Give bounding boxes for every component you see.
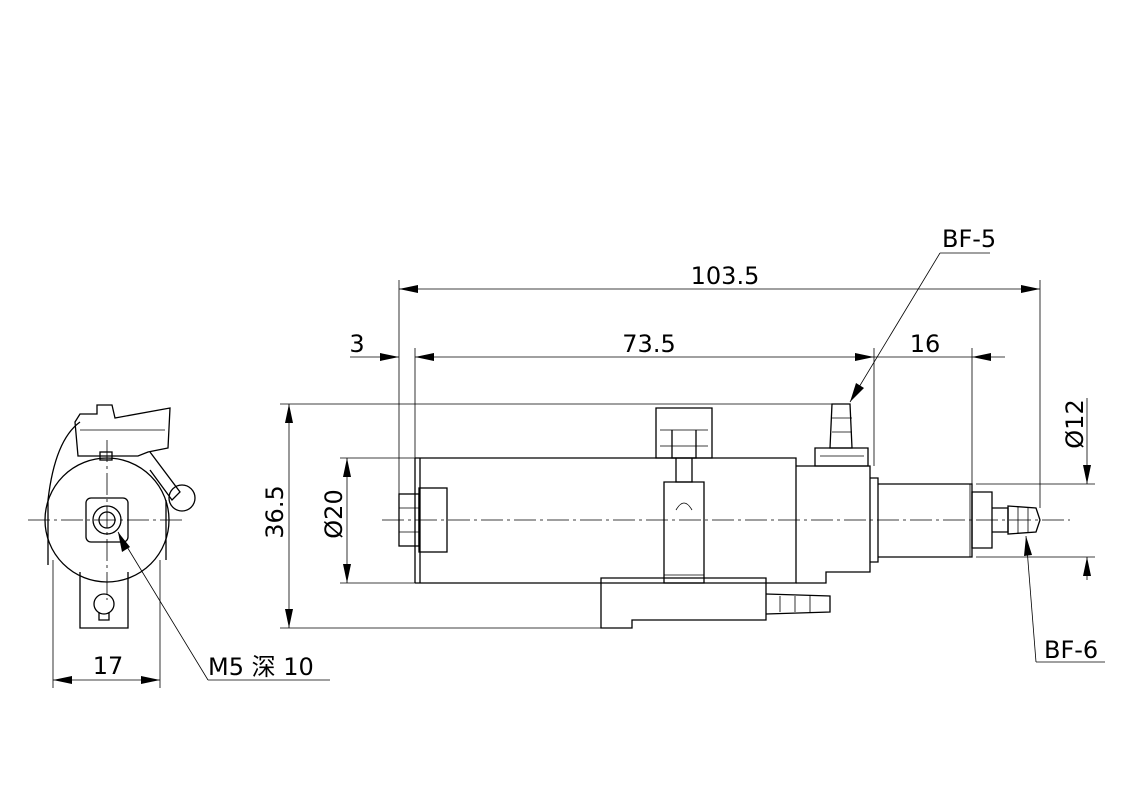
tail-fitting-label: BF-6	[1044, 636, 1098, 664]
dim-tail-diameter-label: Ø12	[1061, 399, 1089, 448]
thread-callout-label: M5 深 10	[208, 653, 314, 681]
dim-body-length-label: 73.5	[622, 330, 675, 358]
dim-left-offset-label: 3	[349, 330, 364, 358]
callout-top-fitting: BF-5	[849, 225, 996, 403]
dimension-body-length: 73.5	[415, 330, 875, 466]
dim-end-width-label: 17	[93, 652, 124, 680]
dimension-left-offset: 3	[349, 330, 416, 458]
dimension-body-diameter: Ø20	[320, 457, 415, 584]
dim-body-diameter-label: Ø20	[320, 489, 348, 538]
dim-tail-length-label: 16	[910, 330, 941, 358]
dimension-tail-diameter: Ø12	[976, 398, 1095, 580]
side-view	[382, 403, 1070, 629]
end-view	[28, 404, 196, 629]
dimension-overall-length: 103.5	[398, 262, 1041, 508]
dimension-total-height: 36.5	[261, 403, 832, 629]
dimension-tail-length: 16	[874, 330, 1005, 484]
top-fitting-label: BF-5	[942, 225, 996, 253]
callout-thread: M5 深 10	[117, 531, 330, 681]
callout-tail-fitting: BF-6	[1024, 535, 1105, 664]
dimension-end-width: 17	[52, 560, 161, 688]
dim-overall-length-label: 103.5	[691, 262, 760, 290]
dim-total-height-label: 36.5	[261, 485, 289, 538]
